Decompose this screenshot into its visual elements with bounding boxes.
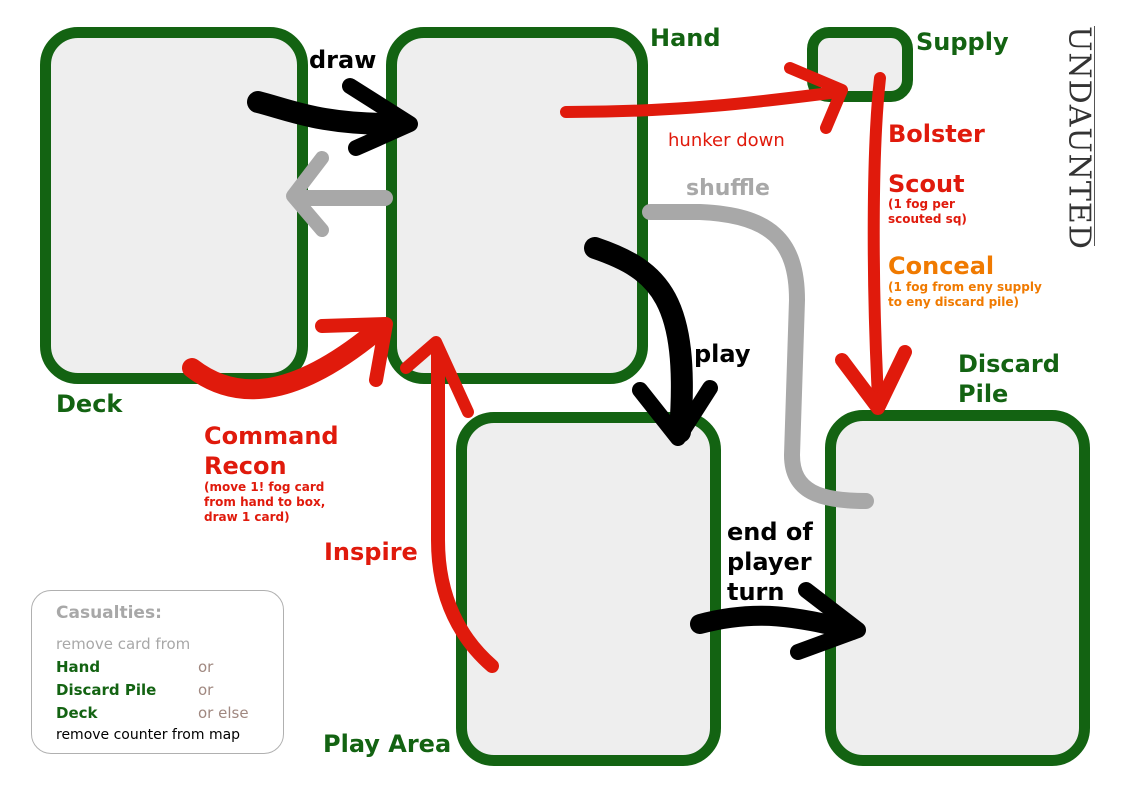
conceal-label: Conceal — [888, 252, 995, 280]
hunker-down-label: hunker down — [668, 130, 785, 151]
end-turn-label-3: turn — [727, 578, 785, 606]
logo-text: UNDAUNTED — [1061, 26, 1097, 250]
draw-arrowhead — [342, 78, 418, 156]
casualties-last: remove counter from map — [56, 727, 241, 743]
deck-label: Deck — [56, 390, 123, 418]
command-recon-arrowhead — [315, 317, 393, 387]
hand-label: Hand — [650, 24, 721, 52]
conceal-note: (1 fog from eny supply to eny discard pi… — [888, 280, 1042, 309]
casualties-hand: Hand — [56, 658, 101, 676]
bolster-label: Bolster — [888, 120, 985, 148]
play-label: play — [694, 340, 751, 368]
inspire-label: Inspire — [324, 538, 418, 566]
return-gray-arrowhead — [286, 151, 329, 237]
discard-pile-label-1: Discard — [958, 350, 1060, 378]
supply-discard-arrow — [867, 72, 886, 404]
end-turn-arrow — [690, 605, 862, 640]
casualties-or-1: or — [198, 658, 214, 676]
discard-pile-zone[interactable] — [825, 410, 1090, 766]
hunker-down-arrowhead — [784, 62, 848, 134]
casualties-intro: remove card from — [56, 635, 191, 653]
hunker-down-arrow — [560, 86, 844, 118]
scout-note: (1 fog per scouted sq) — [888, 197, 967, 226]
inspire-arrow — [431, 345, 499, 673]
command-label: Command — [204, 422, 339, 450]
play-area-zone[interactable] — [456, 412, 721, 766]
play-arrow — [584, 237, 693, 443]
supply-discard-arrowhead — [835, 345, 912, 415]
play-area-label: Play Area — [323, 730, 452, 758]
end-turn-label-2: player — [727, 548, 812, 576]
play-arrowhead — [632, 380, 718, 446]
recon-label: Recon — [204, 452, 287, 480]
draw-arrow — [247, 91, 411, 136]
end-turn-arrowhead — [790, 582, 866, 660]
draw-label: draw — [309, 46, 377, 74]
deck-zone[interactable] — [40, 27, 308, 384]
supply-label: Supply — [916, 28, 1009, 56]
shuffle-arrow — [642, 204, 874, 509]
scout-label: Scout — [888, 170, 965, 198]
recon-note: (move 1! fog card from hand to box, draw… — [204, 480, 326, 524]
shuffle-label: shuffle — [686, 176, 770, 201]
supply-zone[interactable] — [807, 27, 913, 102]
undaunted-logo: UNDAUNTED — [1046, 26, 1112, 250]
logo-rule — [1094, 26, 1095, 246]
command-recon-arrow — [182, 318, 390, 400]
casualties-panel: Casualties: remove card from Hand or Dis… — [31, 590, 284, 754]
casualties-deck: Deck — [56, 704, 98, 722]
end-turn-label-1: end of — [727, 518, 813, 546]
casualties-or-3: or else — [198, 704, 249, 722]
discard-pile-label-2: Pile — [958, 380, 1009, 408]
casualties-or-2: or — [198, 681, 214, 699]
inspire-arrowhead — [400, 336, 474, 418]
casualties-title: Casualties: — [56, 603, 162, 623]
hand-zone[interactable] — [386, 27, 648, 384]
casualties-discard: Discard Pile — [56, 681, 157, 699]
